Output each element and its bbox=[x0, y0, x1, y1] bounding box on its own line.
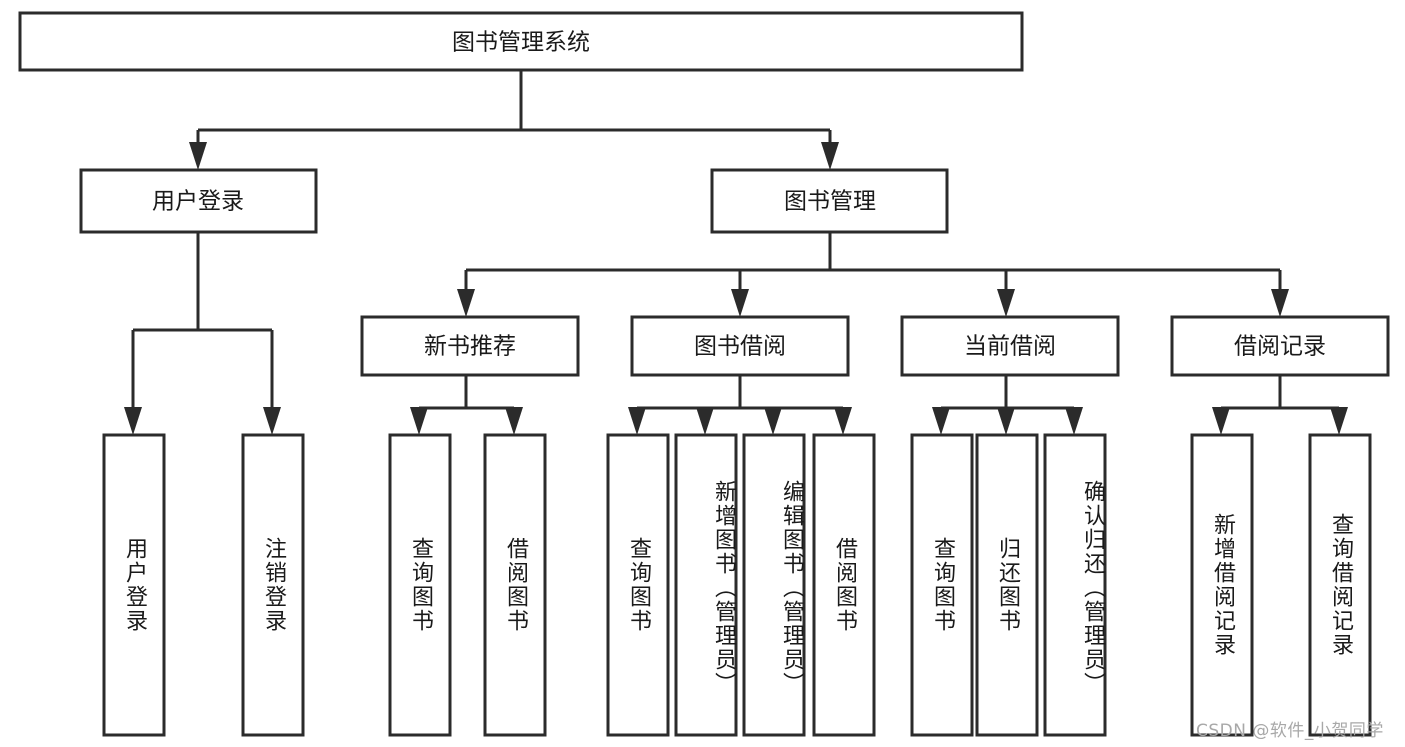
arrow-head-current-borrow bbox=[997, 289, 1015, 317]
connector-group-user-login bbox=[124, 232, 281, 435]
node-current-borrow-label: 当前借阅 bbox=[964, 334, 1056, 360]
connector-group-book-borrow bbox=[628, 375, 852, 435]
node-user-login-box[interactable] bbox=[79, 168, 318, 234]
node-user-login-label: 用户登录 bbox=[152, 189, 244, 215]
node-new-book-recommend[interactable]: 新书推荐 bbox=[360, 315, 580, 377]
node-new-book-recommend-box[interactable] bbox=[360, 315, 580, 377]
node-current-borrow-box[interactable] bbox=[900, 315, 1120, 377]
leaf-return-book-box[interactable] bbox=[975, 433, 1039, 737]
arrow-head-leaf-confirm-return bbox=[1065, 407, 1083, 435]
arrow-head-borrow-record bbox=[1271, 289, 1289, 317]
arrow-head-new-book-recommend bbox=[457, 289, 475, 317]
arrow-head-leaf-query-book-2 bbox=[628, 407, 646, 435]
arrow-head-leaf-borrow-book-2 bbox=[834, 407, 852, 435]
arrow-head-book-borrow bbox=[731, 289, 749, 317]
node-book-borrow-label: 图书借阅 bbox=[694, 334, 786, 360]
leaf-borrow-book-2-box[interactable] bbox=[812, 433, 876, 737]
arrow-head-leaf-user-login bbox=[124, 407, 142, 435]
node-root[interactable]: 图书管理系统 bbox=[18, 11, 1024, 72]
leaf-user-login-box[interactable] bbox=[102, 433, 166, 737]
node-current-borrow[interactable]: 当前借阅 bbox=[900, 315, 1120, 377]
node-root-label: 图书管理系统 bbox=[452, 30, 590, 56]
node-user-login[interactable]: 用户登录 bbox=[79, 168, 318, 234]
node-borrow-record[interactable]: 借阅记录 bbox=[1170, 315, 1390, 377]
arrow-head-leaf-return-book bbox=[997, 407, 1015, 435]
arrow-head-leaf-user-logout bbox=[263, 407, 281, 435]
arrow-head-leaf-add-record bbox=[1212, 407, 1230, 435]
leaf-add-record-box[interactable] bbox=[1190, 433, 1254, 737]
arrow-head-leaf-add-book bbox=[696, 407, 714, 435]
connector-group-current-borrow bbox=[932, 375, 1083, 435]
leaf-edit-book-box[interactable] bbox=[742, 433, 806, 737]
arrow-head-leaf-borrow-book-1 bbox=[505, 407, 523, 435]
leaf-query-book-3-box[interactable] bbox=[910, 433, 974, 737]
node-book-management[interactable]: 图书管理 bbox=[710, 168, 949, 234]
leaf-add-book-box[interactable] bbox=[674, 433, 738, 737]
arrow-head-book-management bbox=[821, 142, 839, 170]
connector-group-root bbox=[189, 70, 839, 170]
arrow-head-leaf-edit-book bbox=[764, 407, 782, 435]
node-borrow-record-box[interactable] bbox=[1170, 315, 1390, 377]
leaf-query-book-1-box[interactable] bbox=[388, 433, 452, 737]
connector-group-new-book-recommend bbox=[410, 375, 523, 435]
node-root-box[interactable] bbox=[18, 11, 1024, 72]
node-book-borrow[interactable]: 图书借阅 bbox=[630, 315, 850, 377]
node-book-management-label: 图书管理 bbox=[784, 189, 876, 215]
arrow-head-leaf-query-book-3 bbox=[932, 407, 950, 435]
node-new-book-recommend-label: 新书推荐 bbox=[424, 334, 516, 360]
leaf-borrow-book-1-box[interactable] bbox=[483, 433, 547, 737]
arrow-head-leaf-query-record bbox=[1330, 407, 1348, 435]
leaf-confirm-return-box[interactable] bbox=[1043, 433, 1107, 737]
connector-group-book-management bbox=[457, 232, 1289, 317]
node-book-borrow-box[interactable] bbox=[630, 315, 850, 377]
arrow-head-user-login bbox=[189, 142, 207, 170]
watermark-text: CSDN @软件_小贺同学 bbox=[1196, 721, 1384, 741]
node-borrow-record-label: 借阅记录 bbox=[1234, 334, 1326, 360]
leaf-user-logout-box[interactable] bbox=[241, 433, 305, 737]
arrow-head-leaf-query-book-1 bbox=[410, 407, 428, 435]
leaf-query-book-2-box[interactable] bbox=[606, 433, 670, 737]
leaf-query-record-box[interactable] bbox=[1308, 433, 1372, 737]
connector-group-borrow-record bbox=[1212, 375, 1348, 435]
leaf-boxes bbox=[102, 433, 1372, 737]
node-book-management-box[interactable] bbox=[710, 168, 949, 234]
